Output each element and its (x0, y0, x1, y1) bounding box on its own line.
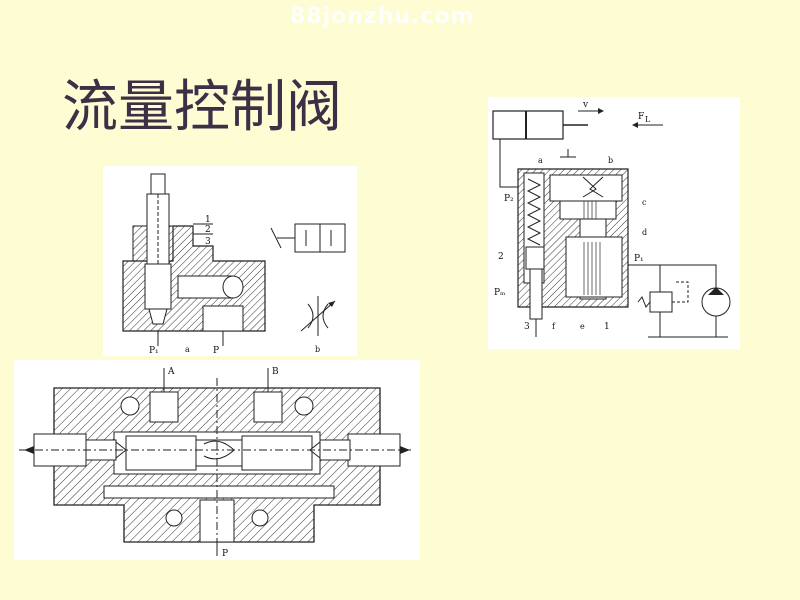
letter-d-label: d (642, 228, 647, 237)
p1-label: P₁ (634, 254, 644, 264)
spool-valve-diagram: A B P (14, 360, 420, 560)
port-p-bottom-label: P (222, 549, 228, 559)
slide-title: 流量控制阀 (62, 75, 342, 140)
velocity-label: v (582, 100, 589, 110)
load-sub-label: L (645, 115, 651, 124)
port-b-label: B (272, 367, 279, 377)
part-label-1: 1 (205, 215, 211, 225)
p2-label: P₂ (504, 194, 514, 204)
letter-a-label: a (538, 156, 543, 165)
part-label-2: 2 (205, 225, 211, 235)
part-label-3: 3 (205, 237, 211, 247)
num-2-label: 2 (498, 252, 504, 262)
port-a-label: A (167, 367, 175, 377)
load-label: F (638, 112, 644, 122)
port-p1-label: P₁ (149, 346, 159, 356)
port-p-label: P (213, 346, 219, 356)
letter-f-label: f (552, 322, 556, 331)
flow-valve-circuit-diagram: v F L P₂ (488, 97, 740, 349)
letter-c-label: c (642, 198, 647, 207)
letter-b-label: b (608, 156, 613, 165)
pm-label: Pₘ (494, 288, 506, 298)
num-1-label: 1 (604, 322, 610, 332)
fig-a-label: a (185, 345, 190, 354)
num-3-label: 3 (524, 322, 530, 332)
letter-e-label: e (580, 322, 585, 331)
watermark-text: 88jonzhu.com (290, 4, 475, 29)
fig-b-label: b (315, 345, 320, 354)
throttle-valve-diagram: 1 2 3 P₁ a P b (103, 166, 357, 356)
